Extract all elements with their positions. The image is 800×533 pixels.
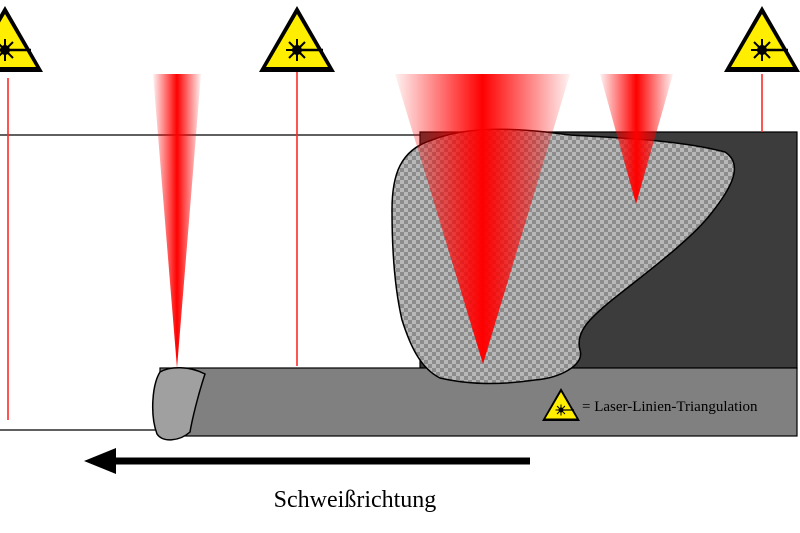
laser-beam-3 bbox=[600, 74, 673, 204]
legend: = Laser-Linien-Triangulation bbox=[541, 387, 758, 422]
triangulation-lines bbox=[7, 70, 763, 420]
laser-beam-1 bbox=[153, 74, 201, 368]
weld-bead bbox=[151, 367, 206, 441]
welding-direction: Schweißrichtung bbox=[84, 448, 530, 513]
laser-beams bbox=[153, 74, 673, 368]
laser-beam-2 bbox=[395, 74, 570, 364]
laser-warning-icon bbox=[257, 4, 337, 74]
direction-label: Schweißrichtung bbox=[274, 487, 437, 513]
legend-text: = Laser-Linien-Triangulation bbox=[582, 399, 758, 415]
laser-warning-icon bbox=[0, 4, 45, 74]
laser-warning-icon bbox=[722, 4, 800, 74]
arrow-head bbox=[84, 448, 116, 474]
